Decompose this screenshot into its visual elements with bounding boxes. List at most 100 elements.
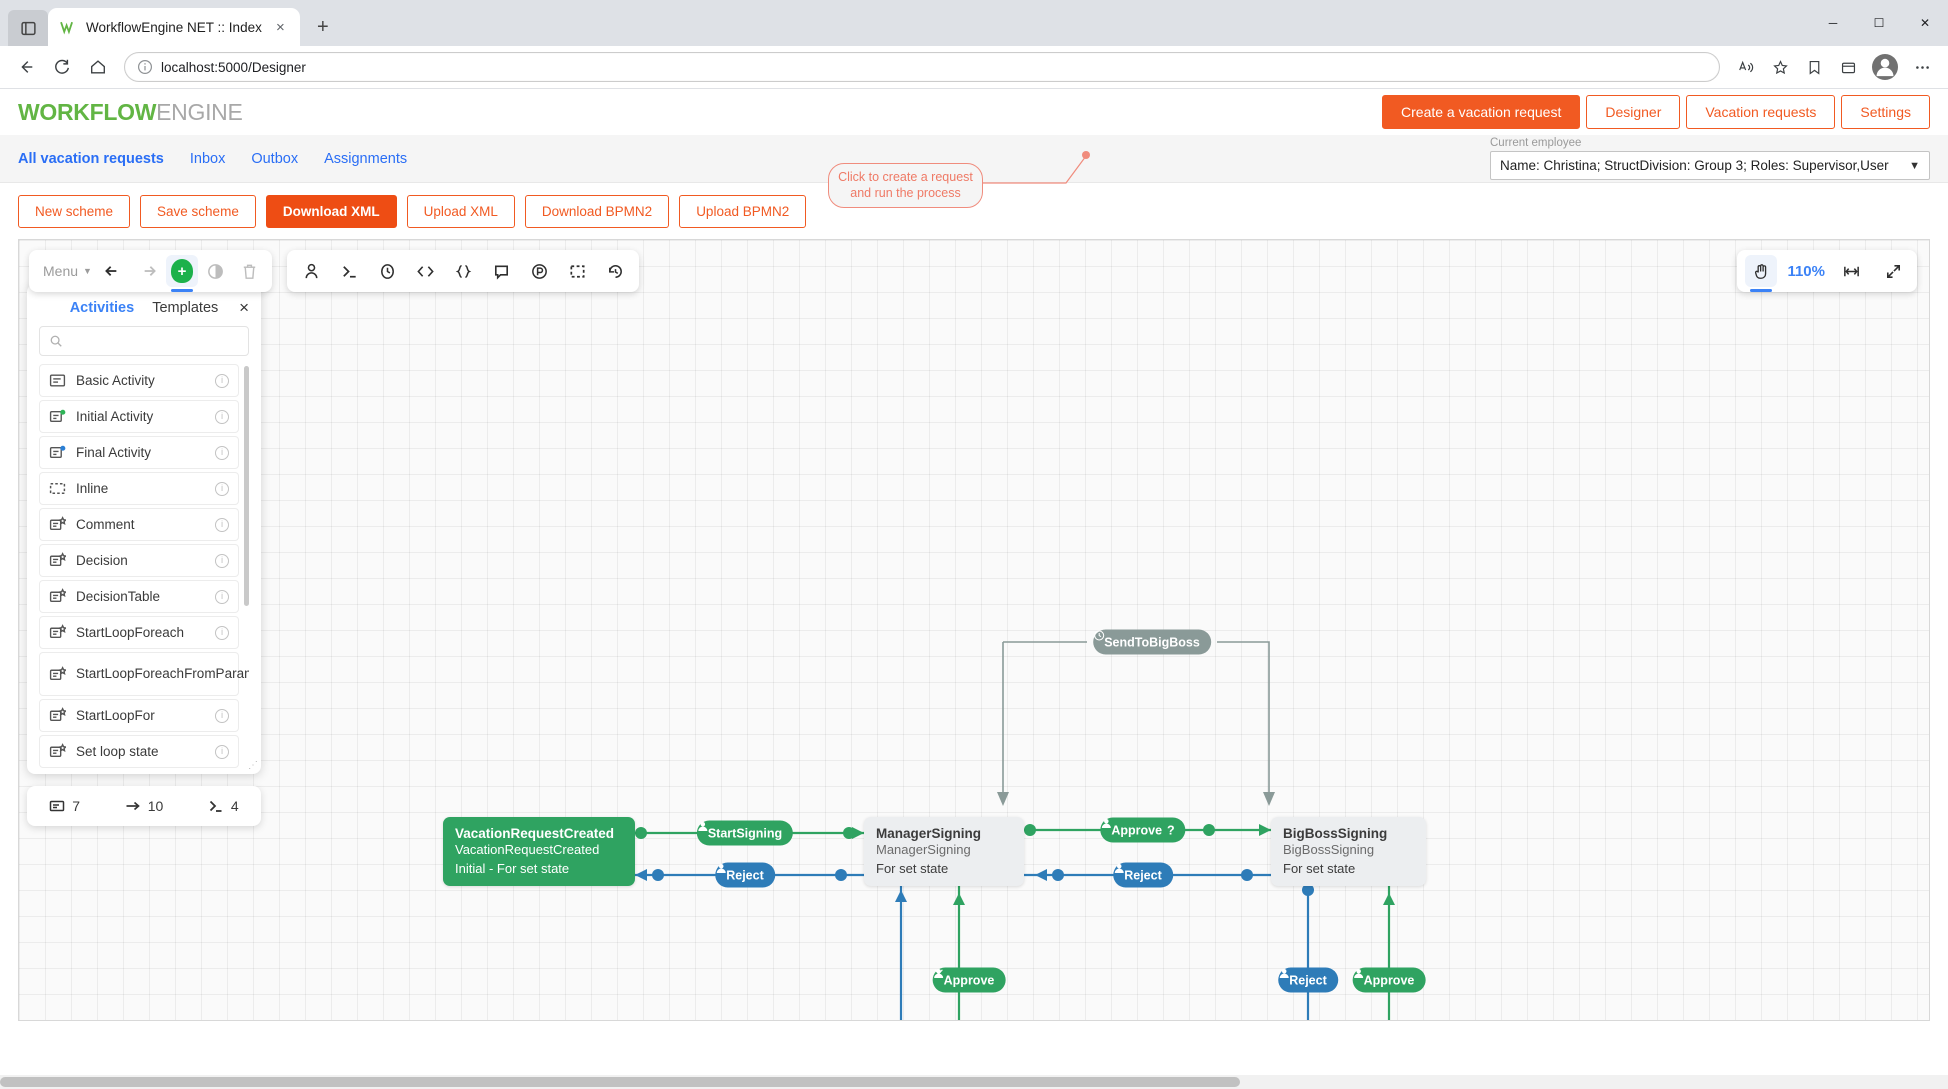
fullscreen-icon[interactable] (1877, 255, 1909, 287)
vacation-requests-button[interactable]: Vacation requests (1686, 95, 1836, 129)
info-icon[interactable]: i (215, 445, 229, 460)
read-aloud-icon[interactable] (1730, 51, 1762, 83)
activity-item-decision[interactable]: Decision i (39, 544, 239, 577)
activity-label: StartLoopForeach (76, 624, 185, 640)
workflow-node-manager-signing[interactable]: ManagerSigning ManagerSigning For set st… (864, 817, 1024, 886)
delete-icon[interactable] (234, 255, 266, 287)
workflow-designer-canvas[interactable]: VacationRequestCreated VacationRequestCr… (18, 239, 1930, 1021)
window-close-button[interactable]: ✕ (1919, 16, 1931, 30)
activity-item-start-loop-foreach[interactable]: StartLoopForeach i (39, 616, 239, 649)
transition-label-reject-3[interactable]: Reject (1278, 967, 1338, 993)
save-scheme-button[interactable]: Save scheme (140, 194, 256, 228)
browser-tab[interactable]: WorkflowEngine NET :: Index × (48, 8, 300, 46)
tab-close-icon[interactable]: × (275, 18, 285, 36)
node-state: For set state (1283, 861, 1356, 877)
search-icon (50, 335, 62, 347)
nav-outbox[interactable]: Outbox (251, 150, 299, 167)
workflow-node-vacation-request-created[interactable]: VacationRequestCreated VacationRequestCr… (443, 817, 635, 886)
fit-width-icon[interactable] (1835, 255, 1867, 287)
transition-label-approve-conditional[interactable]: Approve ? (1100, 817, 1186, 843)
transition-label-reject-1[interactable]: Reject (715, 862, 775, 888)
redo-icon[interactable] (132, 255, 164, 287)
info-icon[interactable]: i (215, 373, 229, 388)
transition-label-approve-fork[interactable]: Approve (932, 967, 1006, 993)
add-activity-icon[interactable]: + (165, 255, 198, 292)
activity-item-basic-activity[interactable]: Basic Activity i (39, 364, 239, 397)
scrollbar-thumb[interactable] (0, 1077, 1240, 1087)
activity-item-decision-table[interactable]: DecisionTable i (39, 580, 239, 613)
collections-icon[interactable] (1832, 51, 1864, 83)
upload-bpmn2-button[interactable]: Upload BPMN2 (679, 194, 807, 228)
site-info-icon[interactable] (137, 59, 153, 75)
braces-icon[interactable] (447, 255, 479, 287)
undo-icon[interactable] (98, 255, 130, 287)
tab-templates[interactable]: Templates (152, 300, 219, 316)
actor-icon[interactable] (295, 255, 327, 287)
home-icon[interactable] (82, 51, 114, 83)
current-employee-dropdown[interactable]: Name: Christina; StructDivision: Group 3… (1490, 151, 1930, 180)
workflow-node-big-boss-signing[interactable]: BigBossSigning BigBossSigning For set st… (1271, 817, 1426, 886)
comment-icon[interactable] (485, 255, 517, 287)
download-xml-button[interactable]: Download XML (265, 194, 397, 228)
page-horizontal-scrollbar[interactable] (0, 1075, 1948, 1089)
activity-item-initial-activity[interactable]: Initial Activity i (39, 400, 239, 433)
hand-icon[interactable] (1745, 255, 1778, 292)
tab-list-icon[interactable] (8, 10, 48, 46)
designer-toolbar-secondary (287, 250, 639, 292)
condition-icon: ? (1167, 823, 1175, 837)
window-maximize-button[interactable]: ☐ (1873, 16, 1885, 30)
designer-menu-button[interactable]: Menu ▼ (35, 263, 96, 279)
nav-inbox[interactable]: Inbox (189, 150, 226, 167)
history-icon[interactable] (599, 255, 631, 287)
nav-all-vacation-requests[interactable]: All vacation requests (18, 150, 164, 167)
tab-activities[interactable]: Activities (69, 300, 135, 316)
selection-icon[interactable] (561, 255, 593, 287)
terminal-icon[interactable] (333, 255, 365, 287)
info-icon[interactable]: i (215, 589, 229, 604)
settings-more-icon[interactable] (1906, 51, 1938, 83)
toggle-mode-icon[interactable] (200, 255, 232, 287)
window-minimize-button[interactable]: ─ (1828, 16, 1838, 30)
activities-scrollbar[interactable] (244, 366, 249, 606)
activity-item-final-activity[interactable]: Final Activity i (39, 436, 239, 469)
parameter-icon[interactable] (523, 255, 555, 287)
info-icon[interactable]: i (215, 517, 229, 532)
new-scheme-button[interactable]: New scheme (18, 194, 131, 228)
activity-item-set-loop-state[interactable]: Set loop state i (39, 735, 239, 768)
activities-search-input[interactable] (39, 326, 249, 356)
new-tab-icon[interactable]: + (317, 15, 329, 38)
address-bar[interactable]: localhost:5000/Designer (124, 52, 1720, 82)
info-icon[interactable]: i (215, 553, 229, 568)
panel-resize-handle[interactable]: ⋰ (248, 760, 258, 771)
transition-label-approve-3[interactable]: Approve (1352, 967, 1426, 993)
info-icon[interactable]: i (215, 409, 229, 424)
info-icon[interactable]: i (215, 744, 229, 759)
favorite-star-icon[interactable] (1764, 51, 1796, 83)
info-icon[interactable]: i (215, 625, 229, 640)
activity-item-comment[interactable]: Comment i (39, 508, 239, 541)
favorites-icon[interactable] (1798, 51, 1830, 83)
canvas-zoom-controls: 110% (1737, 250, 1917, 292)
download-bpmn2-button[interactable]: Download BPMN2 (524, 194, 670, 228)
settings-button[interactable]: Settings (1841, 95, 1930, 129)
upload-xml-button[interactable]: Upload XML (406, 194, 515, 228)
transition-label-send-to-big-boss[interactable]: SendToBigBoss (1093, 629, 1211, 655)
transition-label-reject-2[interactable]: Reject (1113, 862, 1173, 888)
create-vacation-request-button[interactable]: Create a vacation request (1382, 95, 1581, 129)
panel-close-icon[interactable]: × (239, 298, 249, 317)
activity-item-start-loop-for[interactable]: StartLoopFor i (39, 699, 239, 732)
activities-list[interactable]: Basic Activity i Initial Activity i Fina… (39, 364, 249, 768)
activity-item-inline[interactable]: Inline i (39, 472, 239, 505)
activity-item-start-loop-foreach-from-parameter[interactable]: StartLoopForeachFromParameter i (39, 652, 249, 696)
info-icon[interactable]: i (215, 708, 229, 723)
timer-icon[interactable] (371, 255, 403, 287)
nav-assignments[interactable]: Assignments (324, 150, 408, 167)
transition-label-start-signing[interactable]: StartSigning (696, 820, 794, 846)
reload-icon[interactable] (46, 51, 78, 83)
profile-avatar[interactable] (1872, 54, 1898, 80)
info-icon[interactable]: i (215, 481, 229, 496)
back-icon[interactable] (10, 51, 42, 83)
designer-button[interactable]: Designer (1586, 95, 1681, 129)
code-icon[interactable] (409, 255, 441, 287)
